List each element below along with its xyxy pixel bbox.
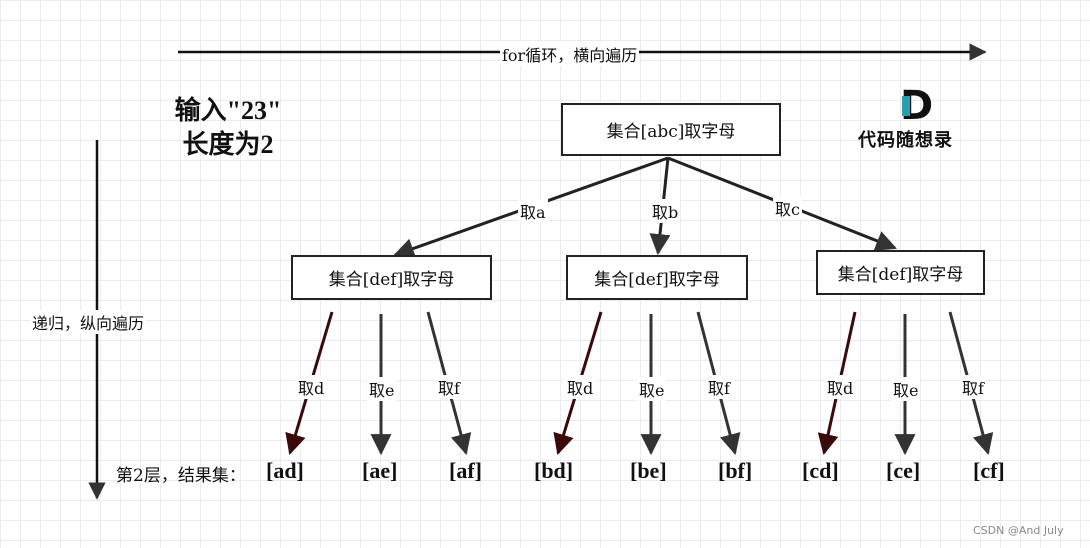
result-bd: [bd] — [534, 458, 574, 483]
result-ce: [ce] — [886, 458, 921, 483]
result-ae: [ae] — [362, 458, 398, 483]
result-cd: [cd] — [802, 458, 839, 483]
watermark: CSDN @And July — [973, 524, 1064, 537]
root-node: 集合[abc]取字母 — [561, 103, 781, 156]
edge-label-b: 取b — [650, 199, 681, 223]
edge-label-c-e: 取e — [891, 377, 921, 401]
edge-label-a-d: 取d — [296, 375, 327, 399]
logo-d-icon: D — [900, 86, 933, 126]
edge-label-b-f: 取f — [706, 375, 732, 399]
result-ad: [ad] — [266, 458, 304, 483]
node-b: 集合[def]取字母 — [566, 255, 748, 300]
input-line-1: 输入"23" — [174, 96, 282, 125]
edge-label-c-f: 取f — [960, 375, 986, 399]
logo-accent-bar — [902, 96, 910, 116]
edge-label-a: 取a — [518, 199, 548, 223]
for-loop-label: for循环，横向遍历 — [500, 42, 640, 66]
edge-label-a-f: 取f — [436, 375, 462, 399]
recursion-label: 递归，纵向遍历 — [30, 310, 147, 334]
edge-label-c: 取c — [773, 196, 802, 220]
result-bf: [bf] — [718, 458, 753, 483]
edge-label-c-d: 取d — [825, 375, 856, 399]
result-cf: [cf] — [973, 458, 1005, 483]
node-a: 集合[def]取字母 — [291, 255, 492, 300]
result-be: [be] — [630, 458, 667, 483]
edge-label-b-e: 取e — [637, 377, 667, 401]
level-label: 第2层，结果集： — [116, 466, 246, 486]
input-title: 输入"23" 长度为2 — [158, 94, 298, 162]
input-line-2: 长度为2 — [182, 130, 274, 159]
node-c: 集合[def]取字母 — [816, 250, 985, 295]
result-af: [af] — [449, 458, 482, 483]
edge-label-b-d: 取d — [565, 375, 596, 399]
edge-label-a-e: 取e — [367, 377, 397, 401]
logo-text: 代码随想录 — [858, 130, 953, 151]
